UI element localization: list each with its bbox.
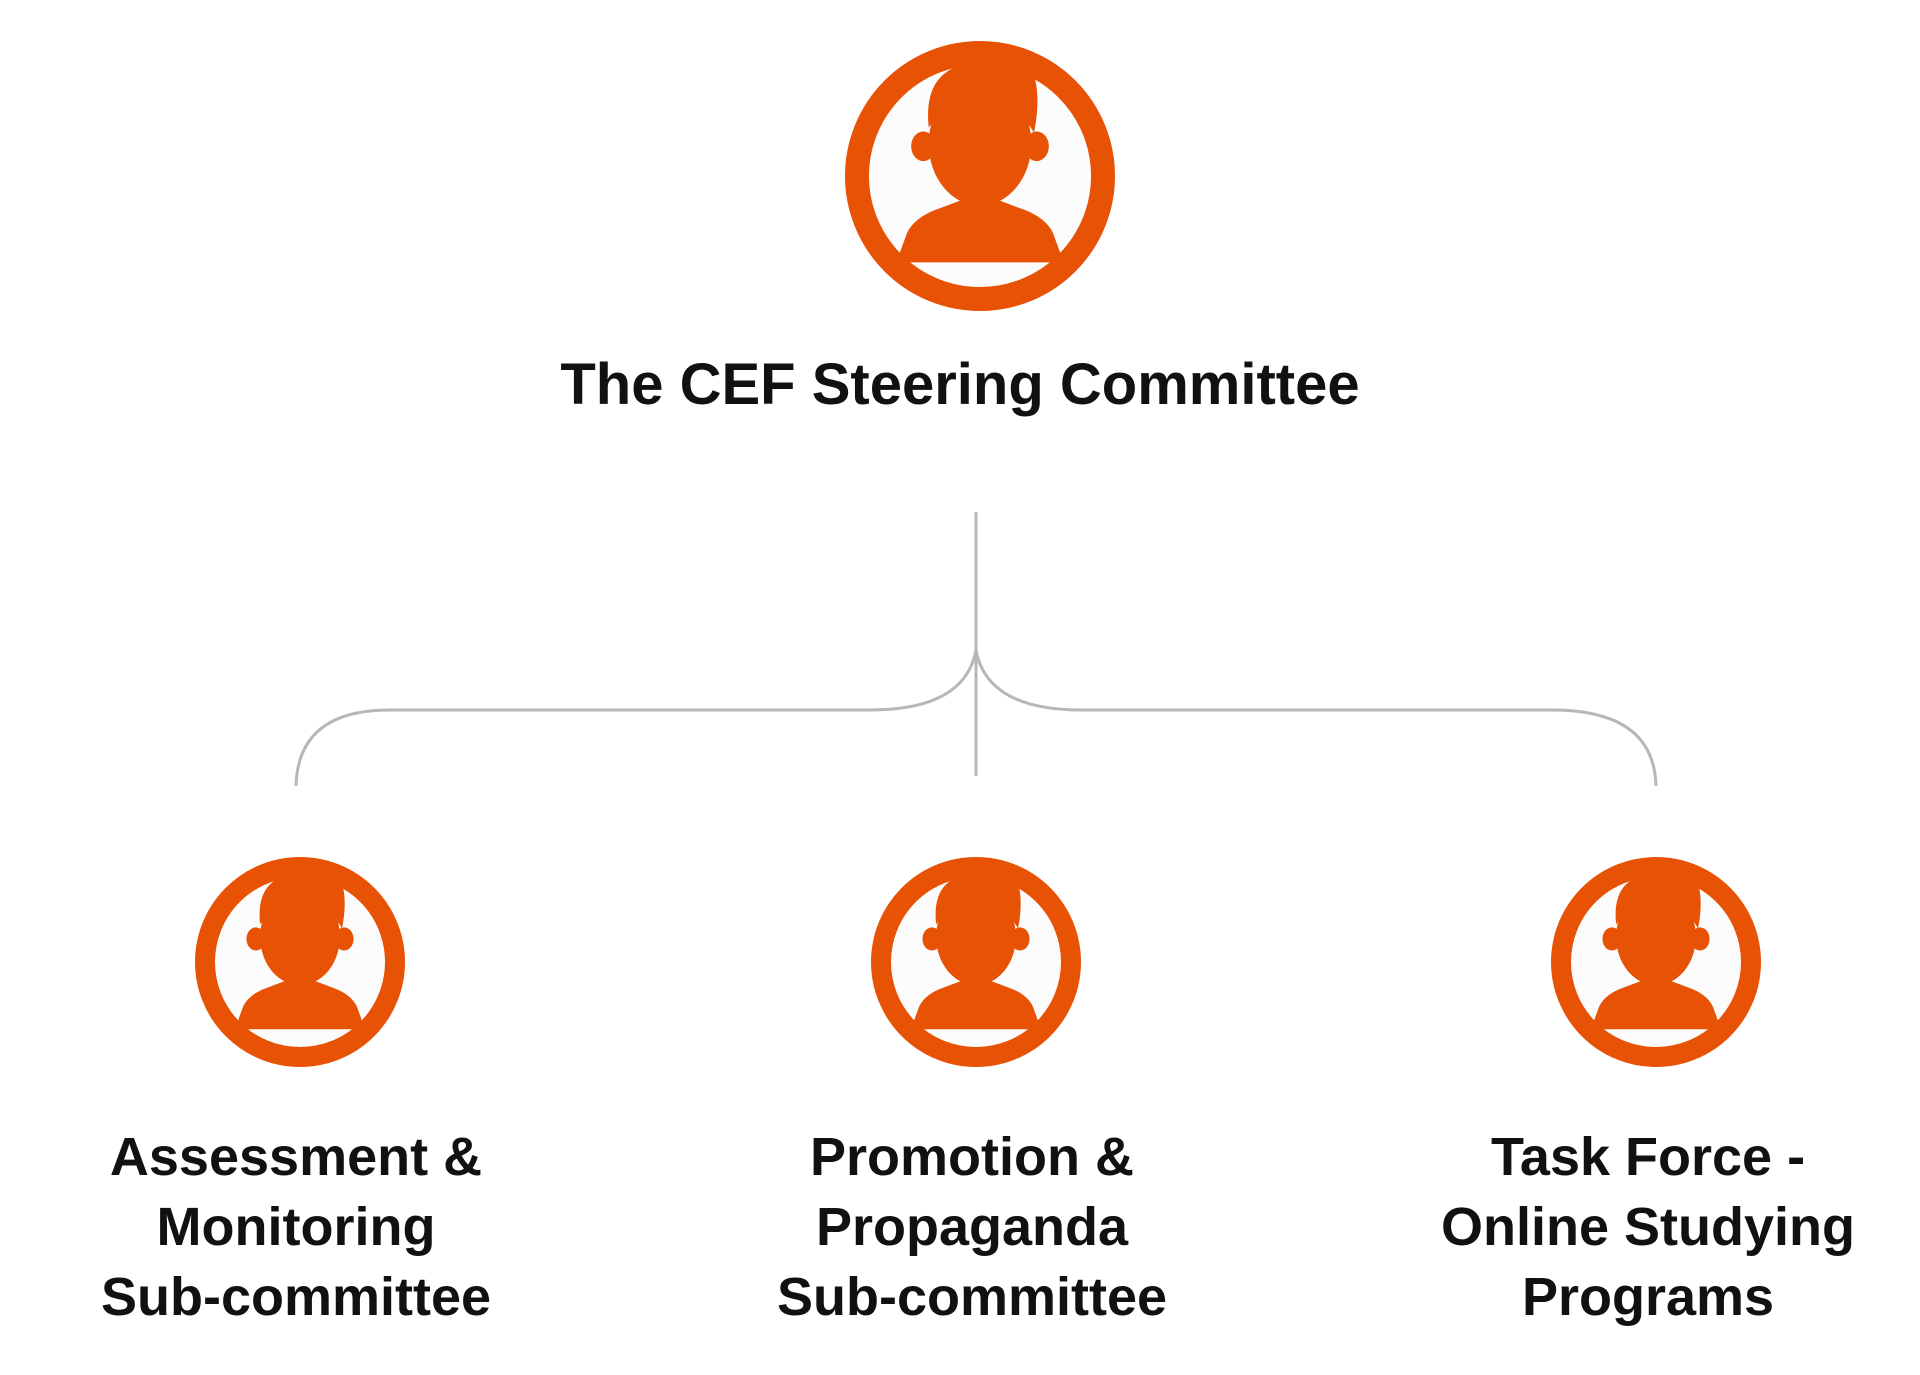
connector-left-branch <box>294 649 978 787</box>
child-person-icon-3 <box>1551 857 1761 1067</box>
connector-right-branch <box>974 649 1658 787</box>
child-label-line: Monitoring <box>156 1197 436 1257</box>
child-person-icon-1 <box>195 857 405 1067</box>
child-label-line: Promotion & <box>810 1127 1134 1187</box>
child-person-icon-2 <box>871 857 1081 1067</box>
child-node-label-1: Assessment & Monitoring Sub-committee <box>26 1122 566 1332</box>
child-label-line: Task Force - <box>1490 1127 1806 1187</box>
child-node-label-3: Task Force - Online Studying Programs <box>1378 1122 1918 1332</box>
child-node-label-2: Promotion & Propaganda Sub-committee <box>702 1122 1242 1332</box>
root-node-label: The CEF Steering Committee <box>560 352 1360 417</box>
child-label-line: Sub-committee <box>776 1267 1168 1327</box>
child-label-line: Assessment & <box>109 1127 483 1187</box>
root-person-icon <box>845 41 1115 311</box>
child-label-line: Online Studying <box>1441 1197 1855 1257</box>
child-label-line: Programs <box>1521 1267 1775 1327</box>
child-label-line: Sub-committee <box>100 1267 492 1327</box>
child-label-line: Propaganda <box>815 1197 1129 1257</box>
